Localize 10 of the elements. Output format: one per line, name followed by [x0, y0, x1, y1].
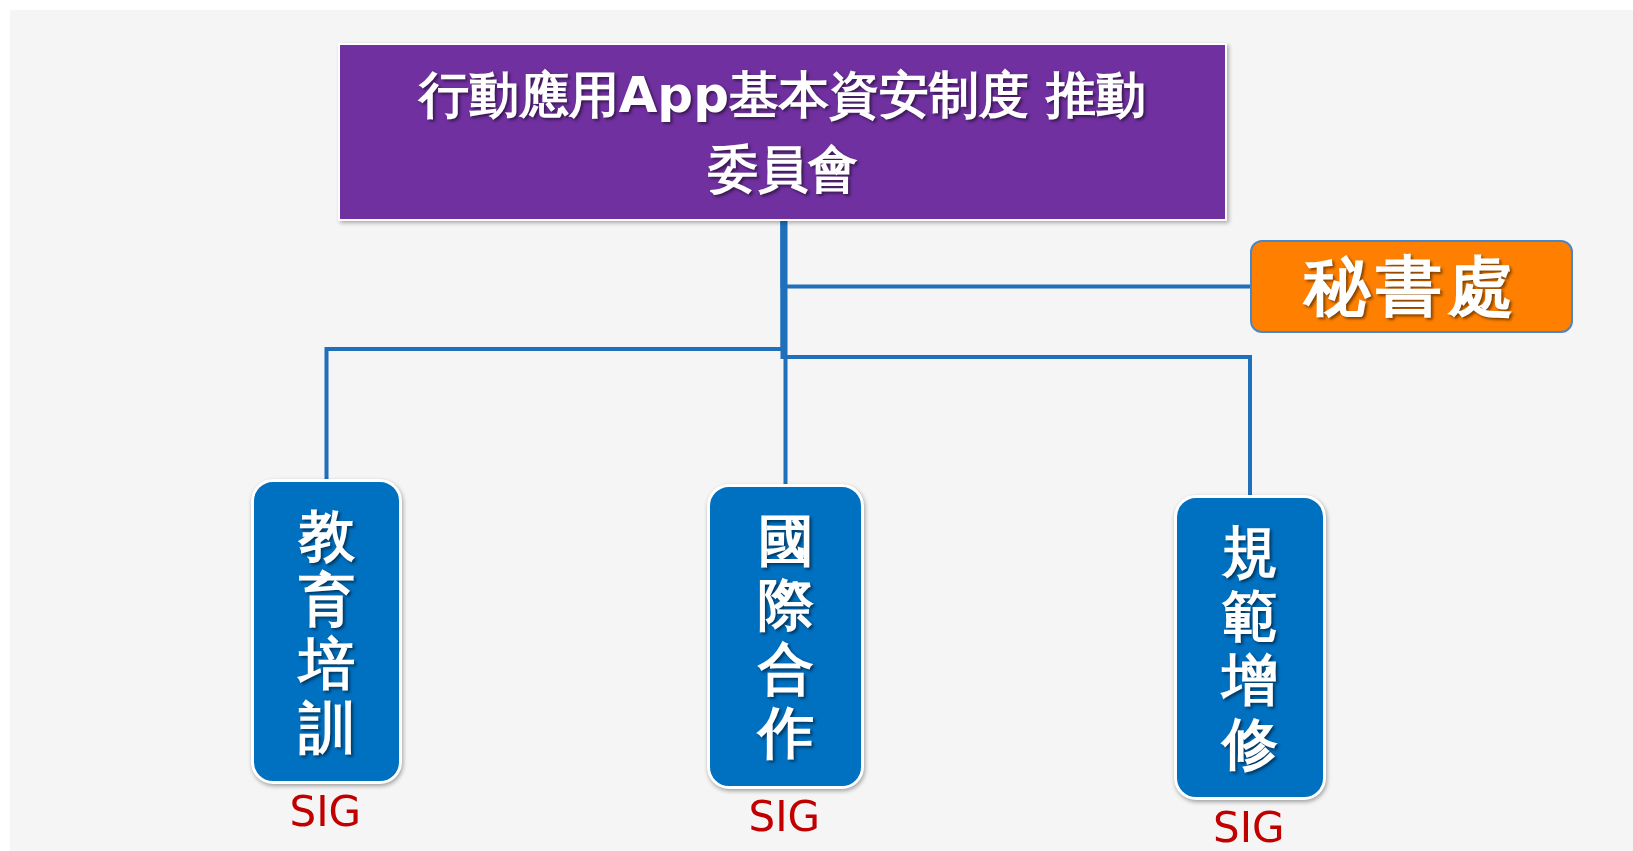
connector-line [780, 221, 1252, 495]
sig-label: SIG [289, 787, 362, 836]
connector-line [783, 221, 788, 484]
group-box: 規範增修 [1174, 495, 1326, 800]
secretariat-box: 秘書處 [1250, 240, 1573, 333]
sig-label: SIG [1213, 803, 1285, 851]
group-box: 國際合作 [707, 484, 864, 789]
sig-label: SIG [748, 792, 821, 841]
group-box: 教育培訓 [251, 479, 402, 784]
committee-box: 行動應用App基本資安制度 推動委員會 [338, 43, 1227, 221]
